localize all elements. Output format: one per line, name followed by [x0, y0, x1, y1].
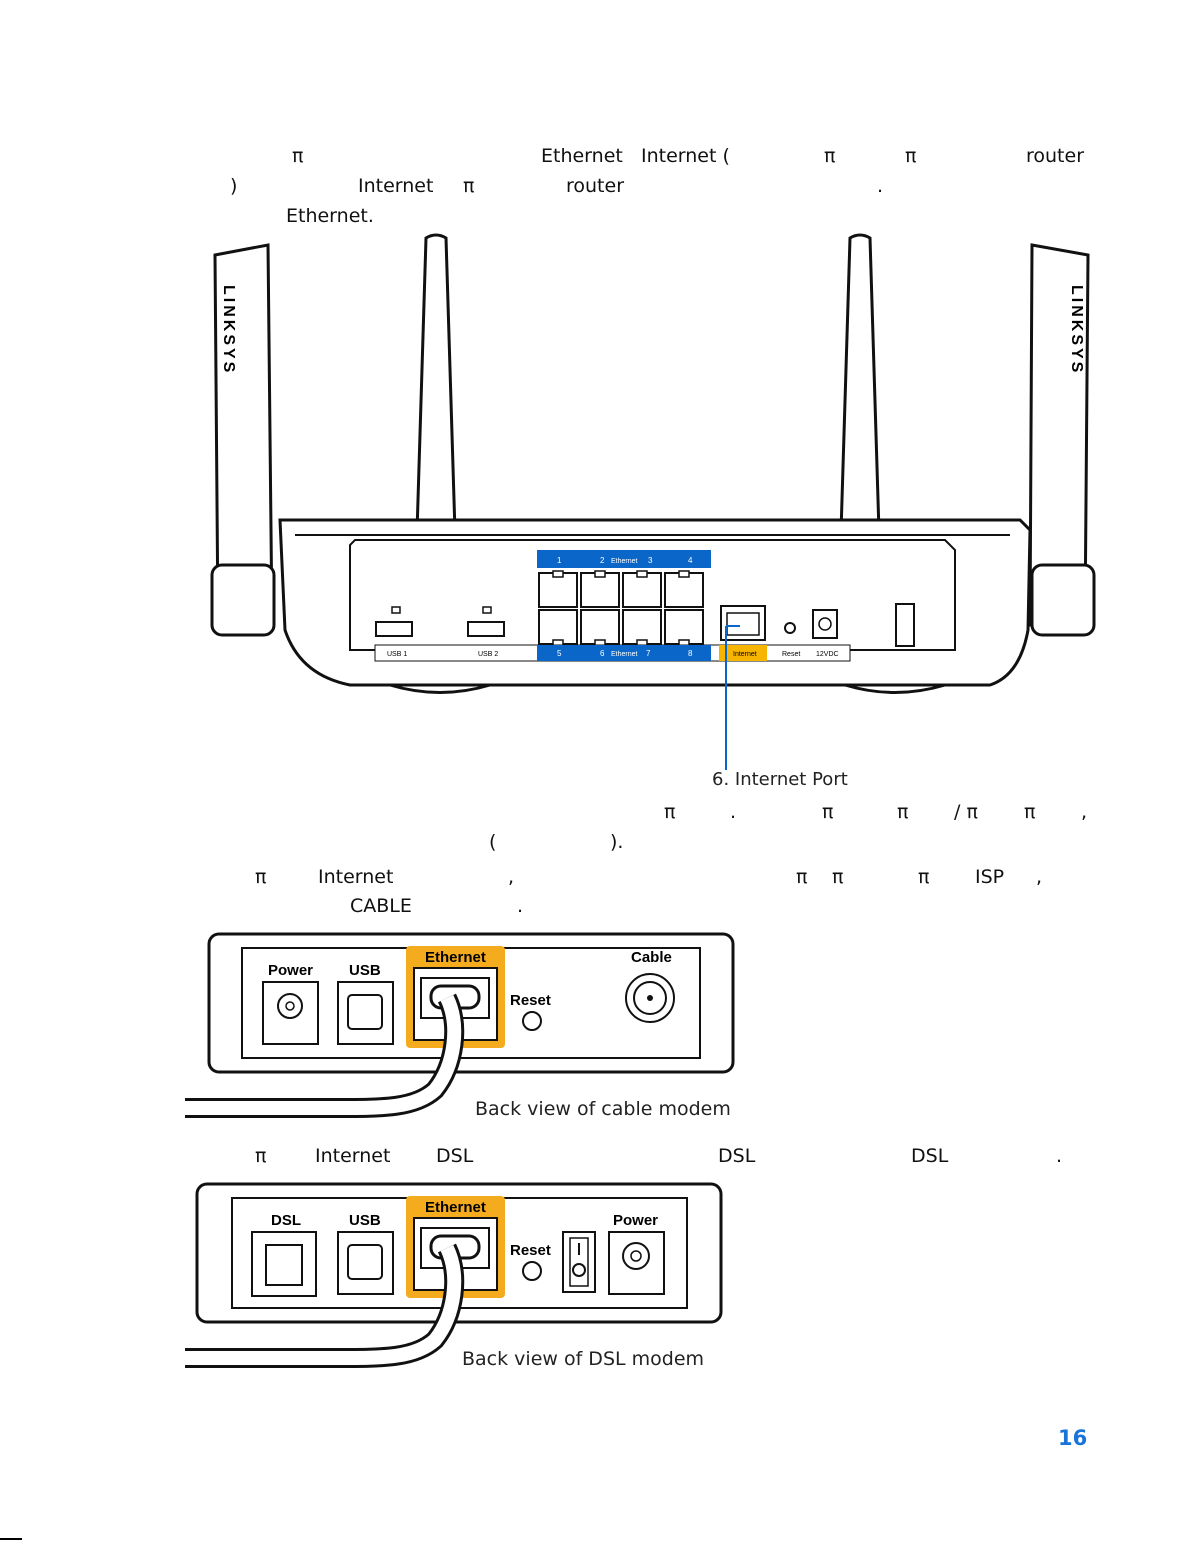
router-back-illustration: LINKSYS LINKSYS 1 2 Ethernet 3 4	[210, 233, 1096, 770]
internet-label: Internet	[733, 651, 757, 658]
dsl-reset-label: Reset	[510, 1242, 551, 1259]
text-fragment: CABLE	[350, 895, 412, 917]
dsl-dsl-label: DSL	[271, 1212, 301, 1229]
left-center-antenna	[414, 233, 458, 567]
internet-label-bar	[719, 645, 767, 661]
text-fragment: π	[292, 145, 304, 167]
text-fragment: ).	[610, 831, 624, 853]
text-fragment: Internet	[318, 866, 394, 888]
dsl-ethernet-label: Ethernet	[425, 1199, 486, 1216]
ethernet-bottom-label: Ethernet	[611, 651, 638, 658]
usb2-port	[467, 621, 505, 637]
text-fragment: .	[1056, 1145, 1063, 1167]
text-fragment: Internet	[315, 1145, 391, 1167]
text-fragment: π	[1024, 801, 1036, 823]
port-4-label: 4	[688, 556, 693, 565]
dsl-usb-label: USB	[349, 1212, 381, 1229]
text-fragment: ,	[1081, 801, 1088, 823]
text-fragment: π	[824, 145, 836, 167]
port-7-label: 7	[646, 649, 651, 658]
ethernet-ports	[538, 572, 704, 645]
port-3-label: 3	[648, 556, 653, 565]
text-fragment: π	[905, 145, 917, 167]
internet-port-callout: 6. Internet Port	[712, 769, 848, 790]
ethernet-bottom-label-bar	[537, 645, 711, 661]
text-fragment: DSL	[436, 1145, 474, 1167]
page-edge-mark	[0, 1538, 22, 1540]
text-fragment: )	[230, 175, 238, 197]
text-fragment: .	[730, 801, 737, 823]
text-fragment: ,	[508, 866, 515, 888]
dsl-reset-button	[522, 1261, 542, 1281]
cable-usb-label: USB	[349, 962, 381, 979]
text-fragment: .	[877, 175, 884, 197]
ethernet-top-label-bar	[537, 550, 711, 568]
text-fragment: π	[255, 866, 267, 888]
page-number: 16	[1058, 1426, 1088, 1450]
paragraph-1-line-1: π Ethernet Internet ( π π router	[0, 147, 1191, 169]
text-fragment: π	[897, 801, 909, 823]
paragraph-2-line-1: π . π π / π π ,	[0, 803, 1191, 825]
power-switch	[895, 603, 915, 647]
port-6-label: 6	[600, 649, 605, 658]
cable-reset-label: Reset	[510, 992, 551, 1009]
paragraph-3-line-2: CABLE .	[0, 897, 1191, 919]
ethernet-top-label: Ethernet	[611, 558, 638, 565]
text-fragment: (	[489, 831, 497, 853]
text-fragment: DSL	[718, 1145, 756, 1167]
text-fragment: router	[566, 175, 625, 197]
cable-modem-caption: Back view of cable modem	[475, 1098, 731, 1120]
dsl-power-label: Power	[613, 1212, 658, 1229]
text-fragment: π	[822, 801, 834, 823]
text-fragment: Internet (	[641, 145, 730, 167]
right-center-antenna	[838, 233, 882, 567]
cable-cable-label: Cable	[631, 949, 672, 966]
paragraph-1-line-3: Ethernet.	[0, 207, 1191, 229]
text-fragment: DSL	[911, 1145, 949, 1167]
brand-logo-left: LINKSYS	[220, 285, 237, 375]
paragraph-1-line-2: ) Internet π router .	[0, 177, 1191, 199]
usb1-port	[375, 621, 413, 637]
text-fragment: ISP	[975, 866, 1005, 888]
text-fragment: π	[255, 1145, 267, 1167]
usb1-label: USB 1	[387, 651, 407, 658]
text-fragment: .	[517, 895, 524, 917]
text-fragment: Ethernet.	[286, 205, 374, 227]
cable-ethernet-label: Ethernet	[425, 949, 486, 966]
text-fragment: router	[1026, 145, 1085, 167]
port-8-label: 8	[688, 649, 693, 658]
text-fragment: / π	[954, 801, 978, 823]
port-1-label: 1	[557, 556, 562, 565]
right-hinge	[1030, 563, 1096, 637]
power-label: 12VDC	[816, 651, 839, 658]
paragraph-2-line-2: ( ).	[0, 833, 1191, 855]
reset-hole	[784, 622, 796, 634]
dsl-modem-caption: Back view of DSL modem	[462, 1348, 705, 1370]
cable-power-label: Power	[268, 962, 313, 979]
text-fragment: ,	[1036, 866, 1043, 888]
text-fragment: Ethernet	[541, 145, 623, 167]
left-hinge	[210, 563, 276, 637]
port-5-label: 5	[557, 649, 562, 658]
paragraph-3-line-1: π Internet , π π π ISP ,	[0, 868, 1191, 890]
text-fragment: π	[463, 175, 475, 197]
brand-logo-right: LINKSYS	[1068, 285, 1085, 375]
cable-reset-button	[522, 1011, 542, 1031]
paragraph-4-line-1: π Internet DSL DSL DSL .	[0, 1147, 1191, 1169]
dsl-modem-illustration: DSL USB Ethernet Reset Power	[185, 1182, 723, 1368]
text-fragment: Internet	[358, 175, 434, 197]
reset-label: Reset	[782, 651, 800, 658]
cable-modem-illustration: Power USB Ethernet Reset Cable	[185, 932, 735, 1118]
text-fragment: π	[664, 801, 676, 823]
text-fragment: π	[832, 866, 844, 888]
dsl-phone-port	[251, 1231, 317, 1297]
text-fragment: π	[918, 866, 930, 888]
text-fragment: π	[796, 866, 808, 888]
port-2-label: 2	[600, 556, 605, 565]
usb2-label: USB 2	[478, 651, 498, 658]
